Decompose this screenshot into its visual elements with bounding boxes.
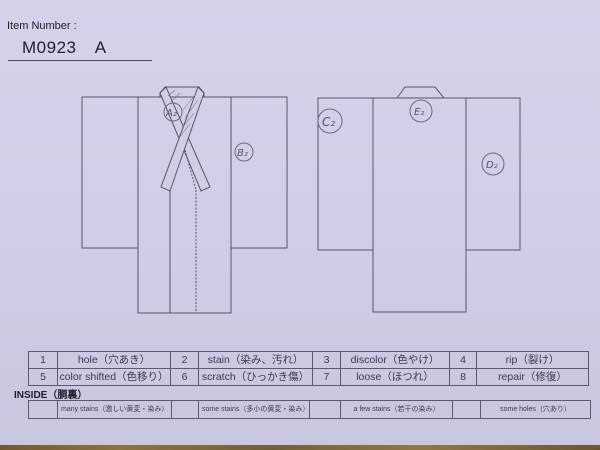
legend-num: 2 (170, 351, 199, 369)
legend-label: stain（染み、汚れ） (198, 351, 313, 369)
legend-label: loose（ほつれ） (340, 368, 450, 386)
item-number-value: M0923 A (22, 38, 107, 57)
marker-a2: A₂ (165, 108, 177, 119)
legend-label: scratch（ひっかき傷） (198, 368, 313, 386)
item-number-label: Item Number : (7, 20, 77, 32)
inside-label-many-stains: many stains（激しい黄変・染み） (57, 400, 172, 419)
legend-row: 1 hole（穴あき） 2 stain（染み、汚れ） 3 discolor（色や… (28, 351, 589, 369)
legend-num: 4 (449, 351, 477, 369)
legend-row: 5 color shifted（色移り） 6 scratch（ひっかき傷） 7 … (28, 368, 589, 386)
legend-num: 7 (312, 368, 341, 386)
kimono-front-view (81, 86, 288, 314)
marker-d2: D₂ (486, 160, 498, 171)
legend-label: hole（穴あき） (57, 351, 171, 369)
inside-checkbox-some-stains[interactable] (171, 400, 199, 419)
legend-label: discolor（色やけ） (340, 351, 450, 369)
legend-label: rip（裂け） (476, 351, 589, 369)
back-collar (396, 86, 446, 99)
legend-num: 5 (28, 368, 58, 386)
inside-row: many stains（激しい黄変・染み） some stains（多小の黄変・… (28, 400, 591, 419)
legend-num: 6 (170, 368, 199, 386)
marker-b2: B₂ (237, 148, 248, 159)
front-left-sleeve (230, 96, 288, 249)
inside-checkbox-some-holes[interactable] (452, 400, 481, 419)
inside-label-some-holes: some holes（穴あり） (480, 400, 591, 419)
damage-legend-table: 1 hole（穴あき） 2 stain（染み、汚れ） 3 discolor（色や… (28, 351, 589, 386)
inside-label-some-stains: some stains（多小の黄変・染み） (198, 400, 310, 419)
legend-num: 1 (28, 351, 58, 369)
marker-c2: C₂ (322, 115, 335, 129)
item-number-underline (8, 60, 152, 61)
back-right-sleeve (465, 97, 521, 251)
marker-e2: E₂ (414, 107, 424, 118)
legend-label: color shifted（色移り） (57, 368, 171, 386)
legend-num: 3 (312, 351, 341, 369)
legend-num: 8 (449, 368, 477, 386)
inside-checkbox-many-stains[interactable] (28, 400, 58, 419)
back-body (372, 97, 467, 313)
legend-label: repair（修復） (476, 368, 589, 386)
kimono-back-view (317, 86, 521, 313)
inside-condition-table: many stains（激しい黄変・染み） some stains（多小の黄変・… (28, 400, 591, 419)
inside-label-few-stains: a few stains（若干の染み） (340, 400, 453, 419)
front-right-sleeve (81, 96, 139, 249)
table-surface-edge (0, 445, 600, 450)
inside-checkbox-few-stains[interactable] (309, 400, 341, 419)
inside-section-title: INSIDE（胴裏） (14, 390, 88, 401)
